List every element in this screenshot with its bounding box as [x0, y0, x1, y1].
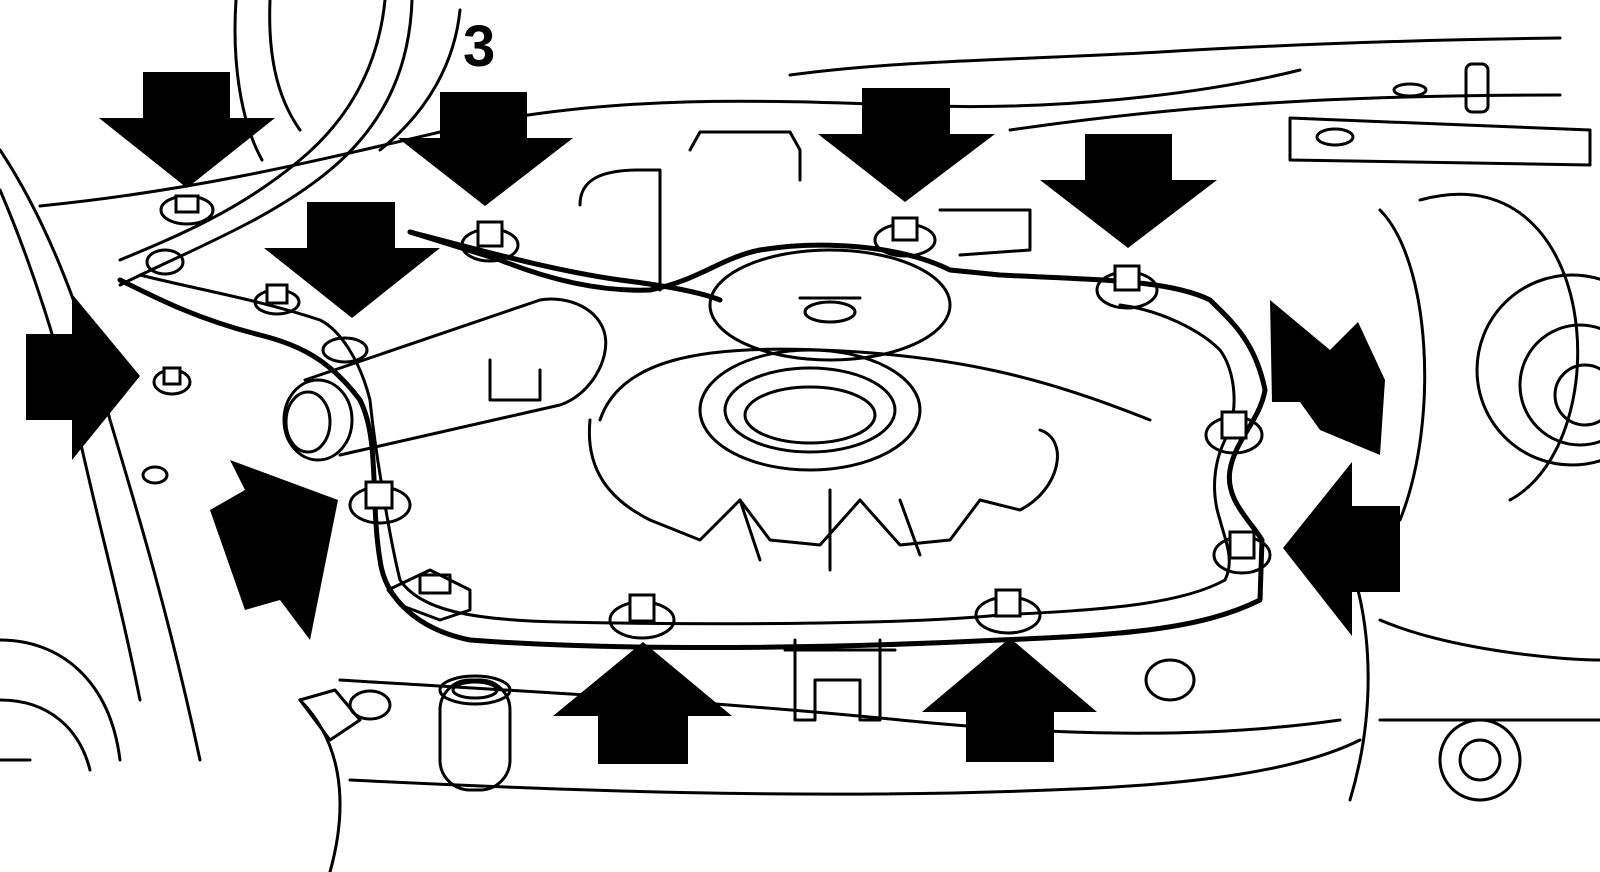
arrow-down	[398, 92, 573, 206]
arrow-diagonal	[1270, 300, 1385, 455]
bolt	[1095, 264, 1159, 310]
bolt	[873, 216, 937, 258]
bolt	[608, 593, 676, 640]
bolt	[460, 220, 520, 263]
arrow-down	[818, 88, 995, 202]
arrow-down	[264, 202, 440, 318]
arrow-left	[1283, 462, 1400, 636]
arrow-up	[553, 642, 732, 764]
bolt	[253, 283, 301, 316]
bolts	[152, 194, 1272, 640]
callout-number: 3	[463, 14, 496, 79]
bolt	[1204, 410, 1264, 455]
bolt	[974, 588, 1042, 635]
arrow-down	[99, 72, 275, 188]
bolt	[152, 366, 192, 396]
arrow-down	[1040, 134, 1217, 248]
bolt	[159, 194, 215, 226]
timing-cover	[117, 229, 1268, 650]
bolt	[1212, 530, 1272, 575]
arrow-diagonal	[210, 460, 338, 640]
bolt	[348, 480, 412, 525]
arrow-right	[26, 294, 140, 460]
indicator-arrows	[26, 72, 1400, 764]
arrow-up	[922, 638, 1097, 762]
